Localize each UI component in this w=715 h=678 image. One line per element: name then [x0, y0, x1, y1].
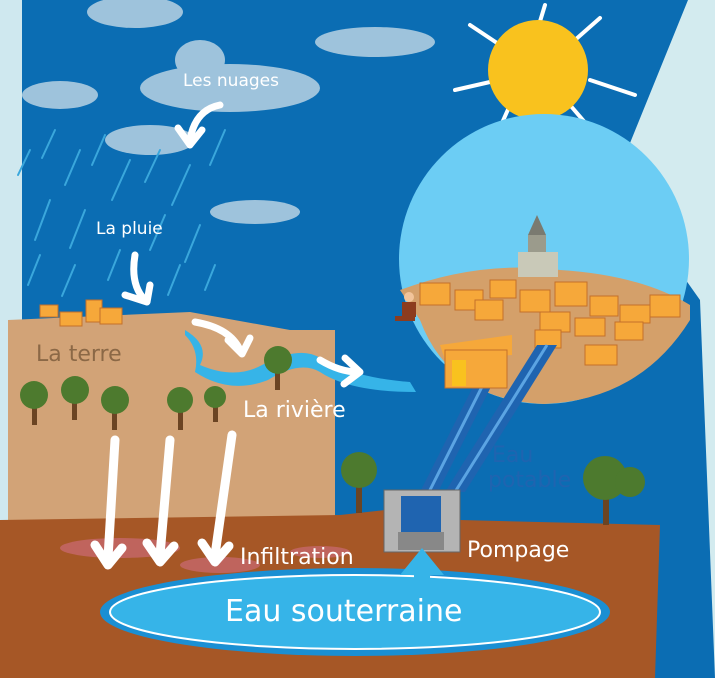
- land-label: La terre: [36, 342, 122, 367]
- rain-label: La pluie: [96, 219, 163, 239]
- person: [395, 292, 416, 321]
- drinking-water-label-line2: potable: [488, 468, 572, 493]
- clouds-label: Les nuages: [183, 71, 279, 91]
- drinking-water-label-line1: Eau: [492, 443, 534, 468]
- river-label: La rivière: [243, 398, 346, 423]
- land: [8, 312, 335, 525]
- rain: [17, 129, 226, 297]
- infiltration-label: Infiltration: [240, 545, 354, 570]
- pump-house: [440, 335, 512, 389]
- pump-station: [383, 489, 461, 553]
- clouds: [22, 0, 435, 224]
- trees: [20, 346, 645, 525]
- pumping-arrow: [400, 548, 444, 600]
- flow-arrows: [121, 101, 364, 388]
- village: [39, 299, 123, 327]
- groundwater-label: Eau souterraine: [225, 594, 463, 629]
- pumping-label: Pompage: [467, 538, 570, 563]
- infiltration-arrows: [90, 430, 237, 570]
